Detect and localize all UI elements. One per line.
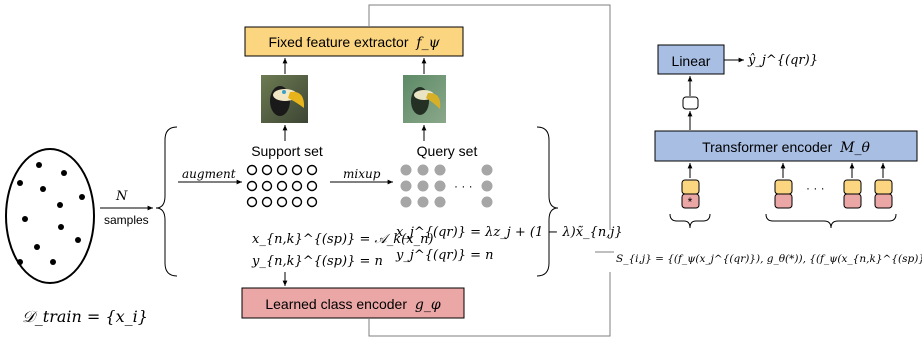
- query-formula-x: x_j^{(qr)} = λz_j + (1 − λ)x̃_{n,j}: [396, 225, 623, 240]
- class-encoder-box: [241, 287, 465, 319]
- query-formula-y: y_j^{(qr)} = n: [395, 248, 494, 263]
- support-samples-grid: [246, 164, 318, 208]
- linear-output: ŷ_j^{(qr)}: [747, 53, 818, 68]
- augment-label: augment: [182, 167, 236, 181]
- transformer-box: [654, 130, 918, 162]
- linear-box: [657, 44, 725, 75]
- dataset-label: 𝒟_train = {x_i}: [22, 307, 148, 326]
- query-samples-grid: [400, 164, 493, 208]
- left-brace: [155, 126, 178, 277]
- star-token-label: *: [688, 195, 693, 209]
- mixup-label: mixup: [343, 167, 381, 181]
- feature-extractor-box: [244, 26, 464, 57]
- query-underbrace: [669, 213, 711, 229]
- right-brace: [536, 126, 559, 277]
- sequence-formula: S_{i,j} = {(f_ψ(x_j^{(qr)}), g_θ(*)), {(…: [616, 253, 922, 265]
- output-token: [682, 96, 699, 110]
- support-set-title: Support set: [251, 143, 323, 159]
- support-formula-y: y_{n,k}^{(sp)} = n: [251, 254, 383, 269]
- sampling-count: N: [115, 189, 128, 204]
- query-ellipsis: · · ·: [454, 179, 473, 193]
- support-token-1: [774, 163, 793, 209]
- query-set-title: Query set: [417, 143, 478, 159]
- dataset-ellipse: [5, 148, 95, 284]
- support-underbrace: [765, 213, 897, 229]
- sampling-label: samples: [104, 213, 149, 227]
- class-encoder-label: Learned class encoder g_φ: [265, 296, 441, 313]
- extractor-connector: [368, 4, 611, 230]
- linear-label: Linear: [672, 53, 711, 69]
- feature-extractor-label: Fixed feature extractor f_ψ: [268, 34, 440, 51]
- support-formula-x: x_{n,k}^{(sp)} = 𝒜_k(x_n): [252, 232, 434, 247]
- query-token: [681, 163, 700, 209]
- query-image: [403, 75, 446, 123]
- support-token-2: [843, 163, 862, 209]
- transformer-label: Transformer encoder M_θ: [702, 139, 870, 156]
- token-ellipsis: · · ·: [806, 181, 825, 195]
- support-token-3: [874, 163, 893, 209]
- support-image: [261, 75, 308, 123]
- encoder-connector: [368, 272, 611, 337]
